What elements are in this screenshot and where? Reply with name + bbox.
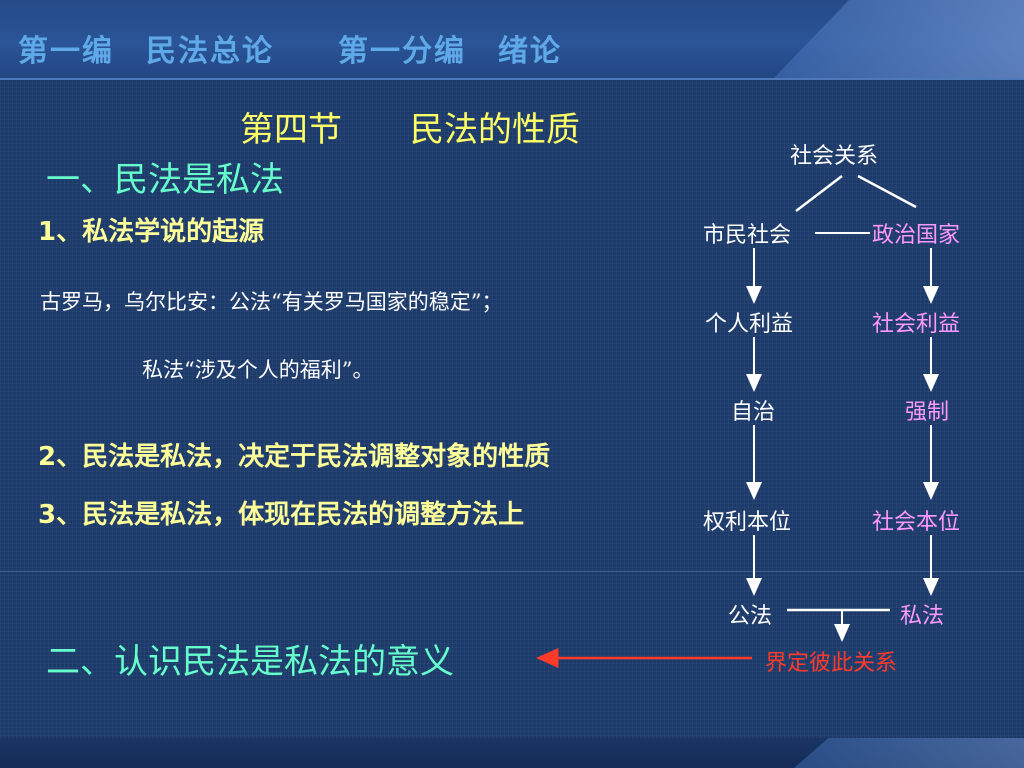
diagram-left-4: 权利本位 [703,510,792,535]
point-2: 2、民法是私法，决定于民法调整对象的性质 [38,442,551,472]
section-title: 第四节 民法的性质 [240,110,580,150]
diagram-right-1: 政治国家 [872,223,961,248]
point-3: 3、民法是私法，体现在民法的调整方法上 [38,500,525,530]
diagram-relation-label: 界定彼此关系 [765,651,898,676]
diagram-root: 社会关系 [790,144,879,169]
content-divider [0,571,1024,572]
diagram-right-2: 社会利益 [872,312,961,337]
footer-bar-accent [794,738,1024,768]
title-bar-divider [0,78,1024,80]
part1-heading: 一、民法是私法 [46,160,284,200]
point-1: 1、私法学说的起源 [38,217,265,247]
header-title: 第一编 民法总论 第一分编 绪论 [18,34,562,69]
branch-line-right [857,174,917,209]
diagram-left-5: 公法 [728,604,773,629]
part2-heading: 二、认识民法是私法的意义 [46,642,454,682]
branch-line-left [795,175,843,212]
diagram-right-4: 社会本位 [872,510,961,535]
diagram-left-1: 市民社会 [703,223,792,248]
quote-line-1: 古罗马，乌尔比安：公法“有关罗马国家的稳定”； [40,290,503,314]
quote-line-2: 私法“涉及个人的福利”。 [142,358,374,382]
diagram-right-3: 强制 [905,400,950,425]
diagram-left-2: 个人利益 [705,312,794,337]
diagram-right-5: 私法 [900,604,945,629]
diagram-left-3: 自治 [731,400,776,425]
